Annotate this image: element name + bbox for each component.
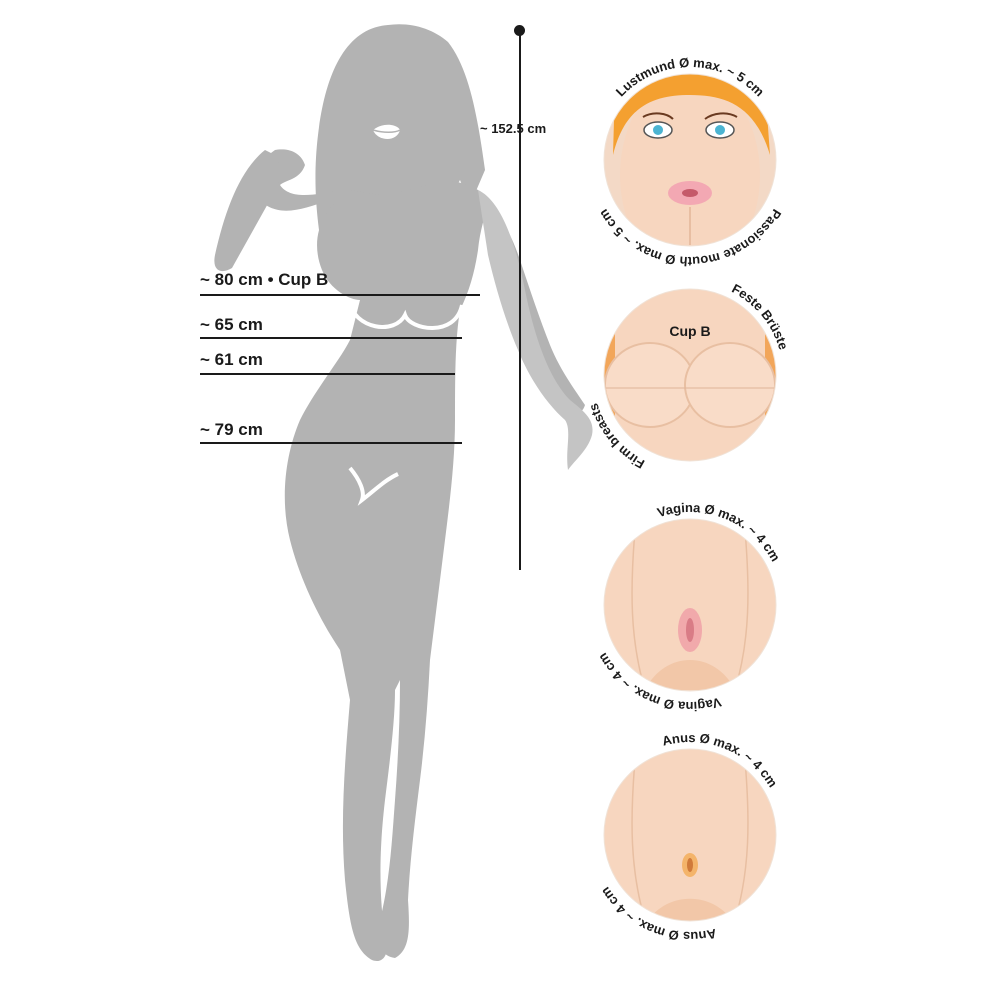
height-label: ~ 152.5 cm xyxy=(480,121,547,136)
measurement-hips-label: ~ 79 cm xyxy=(200,420,263,439)
measurement-underbust-line xyxy=(200,337,462,339)
measurement-hips-line xyxy=(200,442,462,444)
detail-circle-anus: Anus Ø max. ~ 4 cm Anus Ø max. ~ 4 cm xyxy=(598,730,781,944)
breasts-cup-label: Cup B xyxy=(669,323,710,339)
height-marker-line xyxy=(519,30,521,570)
measurement-bust-label: ~ 80 cm • Cup B xyxy=(200,270,329,289)
measurement-waist-label: ~ 61 cm xyxy=(200,350,263,369)
measurement-waist-line xyxy=(200,373,455,375)
detail-circle-mouth: Lustmund Ø max. ~ 5 cm Passionate mouth … xyxy=(596,55,785,269)
measurement-underbust-label: ~ 65 cm xyxy=(200,315,263,334)
detail-circle-vagina: Vagina Ø max. ~ 4 cm Vagina Ø max. ~ 4 c… xyxy=(595,500,783,714)
measurement-bust-line xyxy=(200,294,480,296)
detail-circle-breasts: Cup B Feste Brüste Firm breasts xyxy=(586,281,792,472)
